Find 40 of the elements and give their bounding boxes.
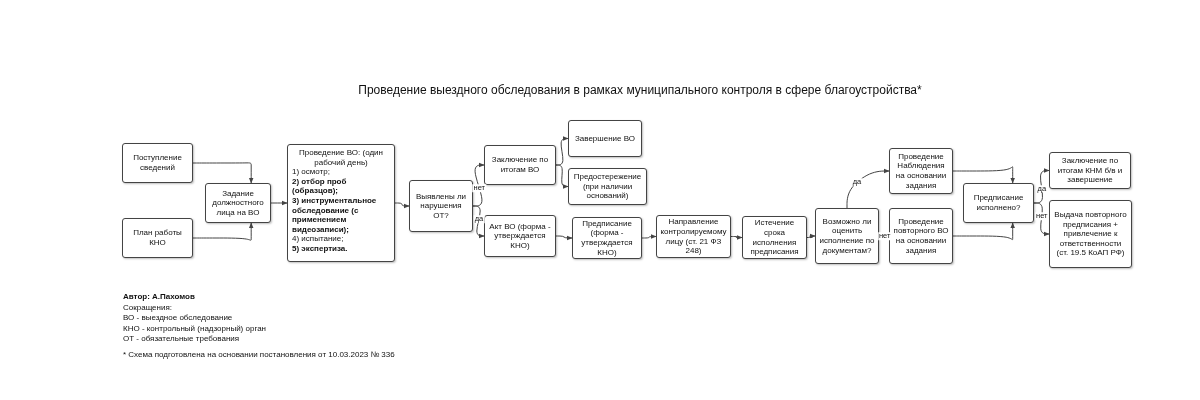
process-box: Проведение Наблюдения на основании задания	[889, 148, 953, 194]
arrow	[192, 222, 254, 241]
arrow	[952, 222, 1016, 241]
note-text: ВО - выездное обследование	[123, 313, 233, 322]
arrow	[641, 234, 657, 239]
process-box: Направление контролируемому лицу (ст. 21 ФЗ 248)	[656, 215, 731, 258]
process-box: Заключение по итогам КНМ б/в и завершение	[1049, 152, 1131, 189]
process-box: План работы КНО	[122, 218, 193, 258]
note-text: Сокращения:	[123, 302, 172, 312]
arrow	[394, 202, 410, 209]
note-text: ОТ - обязательные требования	[123, 334, 240, 343]
decision-box: Возможно ли оценить исполнение по документам?	[815, 208, 879, 264]
process-box: Проведение ВО: (один рабочий день) 1) осмотр; 2) отбор проб (образцов); 3) инструментальное обследование (с применением видеозаписи); 4) испытание; 5) экспертиза.	[287, 144, 395, 262]
process-box: Задание должностного лица на ВО	[205, 183, 271, 223]
decision-box: Предписание исполнено?	[963, 183, 1034, 223]
arrow	[555, 235, 573, 241]
process-box: Акт ВО (форма - утверждается КНО)	[484, 215, 556, 257]
arrow	[730, 235, 743, 240]
arrow	[1033, 168, 1050, 204]
process-box: Завершение ВО	[568, 120, 642, 157]
arrow	[555, 164, 569, 189]
diagram-title: Проведение выездного обследования в рамках муниципального контроля в сфере благоустройства*	[357, 83, 923, 97]
process-box: Выдача повторного предписания + привлечение к ответственности (ст. 19.5 КоАП РФ)	[1049, 200, 1132, 268]
arrow	[952, 166, 1016, 184]
process-box: Поступление сведений	[122, 143, 193, 183]
note-text: КНО - контрольный (надзорный) орган	[123, 323, 266, 333]
arrow	[472, 162, 485, 207]
arrow	[806, 233, 816, 239]
arrow	[192, 162, 254, 184]
author-note: Автор: А.Пахомов	[123, 292, 195, 301]
arrow	[555, 136, 569, 166]
process-box: Заключение по итогам ВО	[484, 145, 556, 185]
decision-box: Выявлены ли нарушения ОТ?	[409, 180, 473, 232]
arrow	[270, 200, 288, 206]
process-box: Предписание (форма - утверждается КНО)	[572, 217, 642, 259]
process-box: Проведение повторного ВО на основании задания	[889, 208, 953, 264]
footnote: * Схема подготовлена на основании постановления от 10.03.2023 № 336	[123, 350, 395, 359]
arrow	[846, 168, 890, 209]
process-box: Истечение срока исполнения предписания	[742, 216, 807, 259]
process-box: Предостережение (при наличии оснований)	[568, 168, 647, 205]
